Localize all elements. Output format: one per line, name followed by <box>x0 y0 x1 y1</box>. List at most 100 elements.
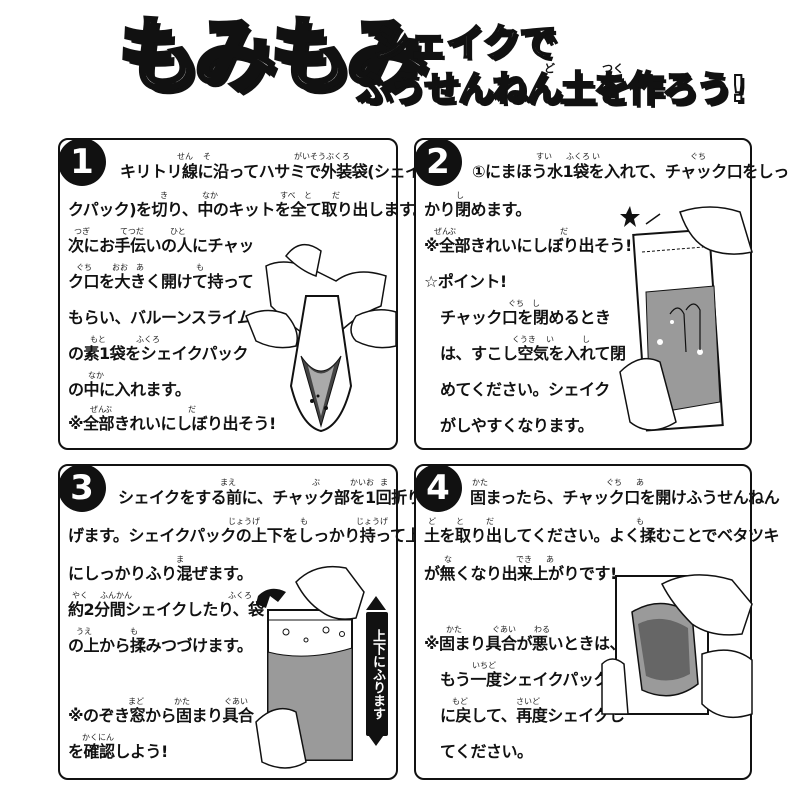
ruby: ひと <box>170 227 186 236</box>
ruby: い <box>546 335 554 344</box>
title-line1: シェイクで <box>371 21 558 65</box>
ruby: と <box>456 517 464 526</box>
ruby: まえ <box>220 478 236 487</box>
step1-line-7: の中に入れます。 <box>68 380 191 399</box>
ruby: だ <box>560 227 568 236</box>
ruby: ふんかん <box>100 591 132 600</box>
step3-line-1: シェイクをする前に、チャック部を1回折り曲 <box>118 488 438 507</box>
ruby: せん <box>177 152 193 161</box>
ruby: ぐあい <box>224 697 248 706</box>
step-panel-4: 4 かた ぐち あ 固まったら、チャック口を開けふうせんねん ど と だ も 土… <box>414 464 780 780</box>
ruby: くうき <box>512 335 536 344</box>
ruby: わる <box>534 625 550 634</box>
step1-line-1: キリトリ線に沿ってハサミで外装袋(シェイ <box>120 162 421 181</box>
ruby: いちど <box>472 661 496 670</box>
ruby: も <box>130 627 138 636</box>
ruby: てつだ <box>120 227 144 236</box>
step-number-2: 2 <box>414 138 462 186</box>
ruby: もど <box>452 697 468 706</box>
ruby: なか <box>202 191 218 200</box>
step-panel-3: 3 まえ ぶ かいお ま シェイクをする前に、チャック部を1回折り曲 じょうげ … <box>58 464 438 780</box>
title-main: もみもみ <box>116 9 430 104</box>
step-panel-2: 2 すい ふくろ い ぐち ①にまほう水1袋を入れて、チャック口をしっ し かり… <box>414 138 789 450</box>
ruby: き <box>160 191 168 200</box>
step4-line-5: もう一度シェイクパック <box>440 670 609 689</box>
ruby: し <box>582 335 590 344</box>
step4-line-7: てください。 <box>440 742 533 761</box>
ruby: まど <box>128 697 144 706</box>
title-ruby-do: ど <box>544 62 555 75</box>
ruby: かた <box>472 478 488 487</box>
ruby: な <box>444 555 452 564</box>
step1-line-3: 次にお手伝いの人にチャッ <box>68 236 254 255</box>
up-down-arrow-icon <box>366 596 386 746</box>
step4-line-3: が無くなり出来上がりです! <box>424 564 617 583</box>
ruby: ぐち <box>76 263 92 272</box>
sealed-bag-illustration <box>619 206 753 432</box>
ruby: おお <box>112 263 128 272</box>
ruby: ぐち <box>690 152 706 161</box>
ruby: でき <box>516 555 532 564</box>
step1-line-2: クパック)を切り、中のキットを全て取り出します。 <box>68 200 429 219</box>
ruby: ぐち <box>508 299 524 308</box>
ruby: もと <box>90 335 106 344</box>
ruby: し <box>532 299 540 308</box>
step2-line-6: は、すこし空気を入れて閉 <box>440 344 626 363</box>
removing-clay-illustration <box>601 574 753 719</box>
ruby: かた <box>174 697 190 706</box>
ruby: ふくろ <box>136 335 160 344</box>
step4-line-1: 固まったら、チャック口を開けふうせんねん <box>470 488 780 507</box>
step-panel-1: 1 せん そ がいそうぶくろ キリトリ線に沿ってハサミで外装袋(シェイ き なか… <box>58 138 429 450</box>
ruby: あ <box>136 263 144 272</box>
ruby: も <box>196 263 204 272</box>
ruby: かくにん <box>82 733 114 742</box>
step1-line-6: の素1袋をシェイクパック <box>68 344 249 363</box>
ruby: すべ <box>280 191 296 200</box>
ruby: かいお <box>350 478 374 487</box>
ruby: だ <box>188 405 196 414</box>
ruby: も <box>300 517 308 526</box>
step3-line-5: の上から揉みつづけます。 <box>68 636 253 655</box>
step2-line-8: がしやすくなります。 <box>440 416 594 435</box>
title-line2: ふうせんねん土を作ろう! <box>355 69 747 110</box>
ruby: ふくろ <box>566 152 590 161</box>
ruby: じょうげ <box>356 517 388 526</box>
shaking-bag-illustration <box>255 565 365 769</box>
ruby: すい <box>536 152 552 161</box>
step-number-1: 1 <box>58 138 106 186</box>
ruby: ふくろ <box>228 591 252 600</box>
ruby: と <box>304 191 312 200</box>
title-ruby-tsuku: つく <box>602 62 624 75</box>
ruby: し <box>456 191 464 200</box>
step1-line-4: ク口を大きく開けて持って <box>68 272 254 291</box>
step2-line-2: かり閉めます。 <box>424 200 531 219</box>
ruby: も <box>636 517 644 526</box>
ruby: うえ <box>76 627 92 636</box>
ruby: がいそうぶくろ <box>294 152 350 161</box>
step3-line-2: げます。シェイクパックの上下をしっかり持って上下 <box>68 526 437 545</box>
ruby: やく <box>72 591 88 600</box>
ruby: ぶ <box>312 478 320 487</box>
ruby: だ <box>486 517 494 526</box>
ruby: い <box>592 152 600 161</box>
ruby: さいど <box>516 697 540 706</box>
shake-up-down-tag: 上下にふります <box>366 612 388 736</box>
ruby: ぜん <box>90 405 106 414</box>
step1-line-5: もらい、バルーンスライム <box>68 308 253 327</box>
step-number-4: 4 <box>414 464 462 512</box>
ruby: ま <box>380 478 388 487</box>
step1-line-8: ※全部きれいにしぼり出そう! <box>68 414 276 433</box>
ruby: ど <box>428 517 436 526</box>
ruby: ぐあい <box>492 625 516 634</box>
step4-line-6: に戻して、再度シェイクし <box>440 706 625 725</box>
ruby: ぶ <box>104 405 112 414</box>
ruby: なか <box>88 371 104 380</box>
step3-line-3: にしっかりふり混ぜます。 <box>68 564 253 583</box>
title-banner: もみもみ シェイクで ふうせんねん土を作ろう! ど つく <box>0 0 800 128</box>
ruby: つぎ <box>74 227 90 236</box>
step3-line-7: を確認しよう! <box>68 742 168 761</box>
ruby: ぐち <box>606 478 622 487</box>
step2-line-4: ☆ポイント! <box>424 272 507 291</box>
step-number-3: 3 <box>58 464 106 512</box>
ruby: ぜん <box>434 227 450 236</box>
